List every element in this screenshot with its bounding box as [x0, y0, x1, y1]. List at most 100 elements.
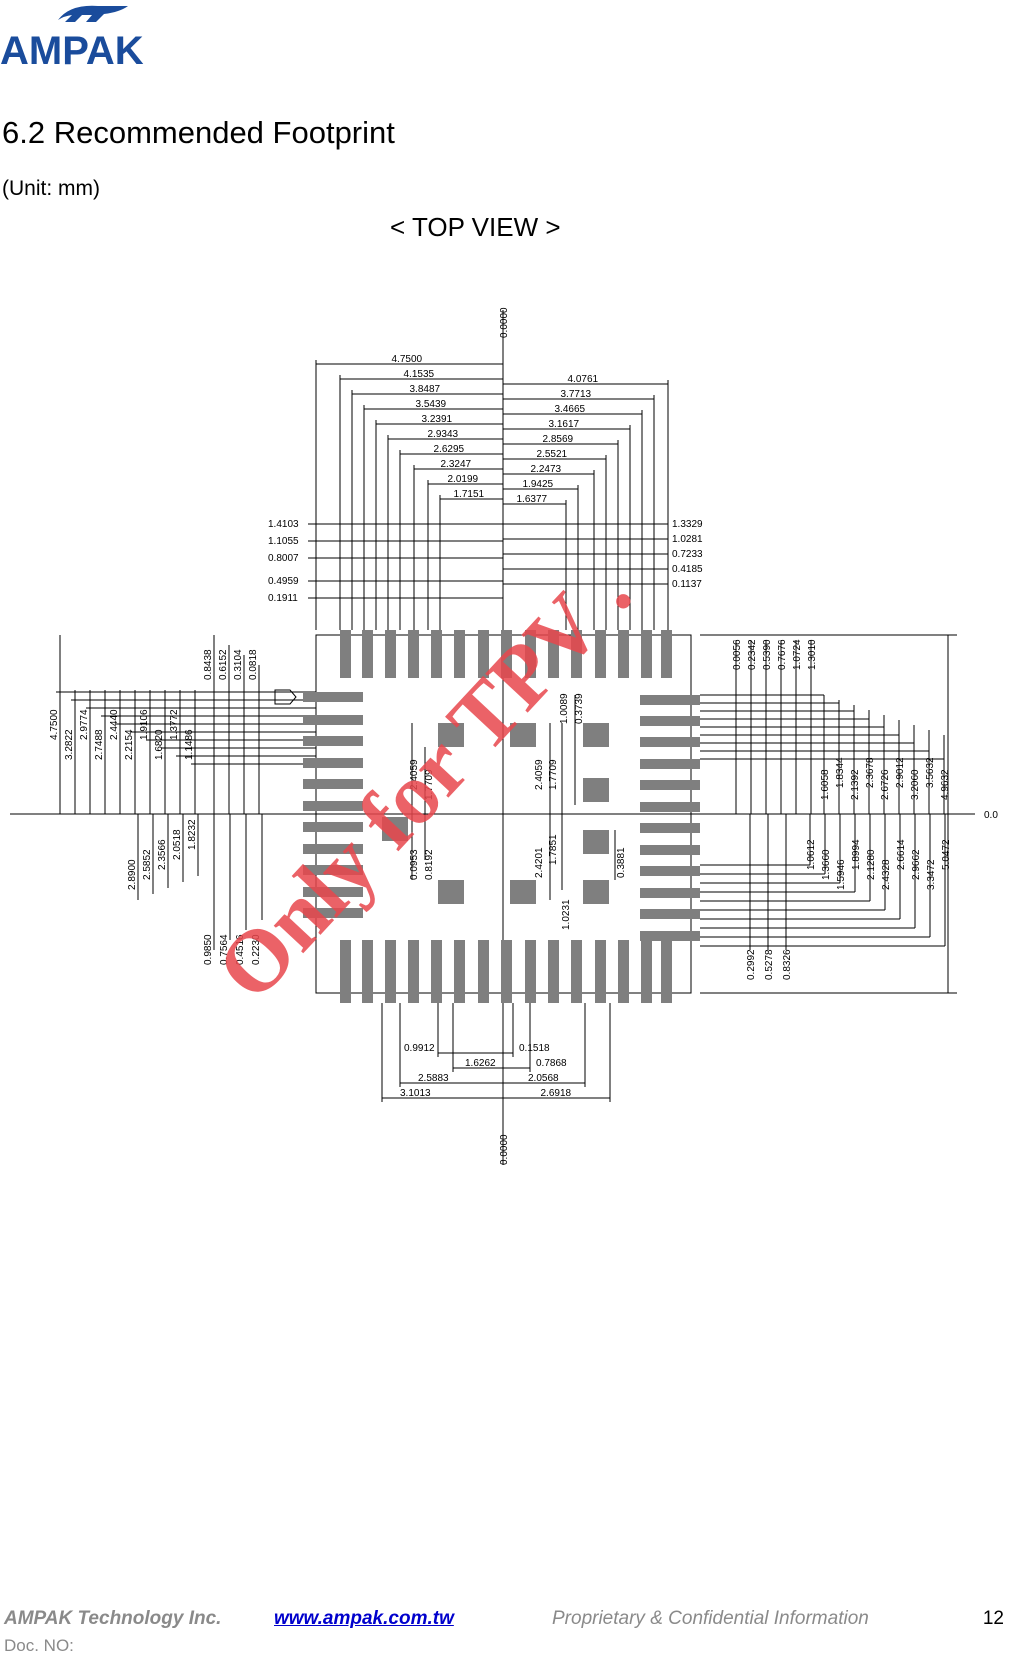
right-inner-bottom-dim: 0.5278 [764, 949, 775, 980]
logo-swoosh-icon [58, 5, 128, 22]
right-side-lower-dim: 2.4328 [881, 859, 892, 890]
pad-bottom [431, 940, 442, 1003]
origin-label-top: 0.0000 [499, 307, 510, 338]
top-right-dim: 1.6377 [517, 494, 548, 505]
right-y-dim: 0.1137 [672, 579, 702, 590]
left-side-lower-dim: 2.5852 [142, 849, 153, 880]
pad-left [303, 692, 363, 702]
pad-left [303, 887, 363, 897]
logo-text: AMPAK [0, 29, 144, 72]
bottom-left-dim: 3.1013 [400, 1088, 431, 1099]
right-side-lower-dim: 1.3660 [821, 849, 832, 880]
ground-pad [583, 723, 609, 747]
right-y-dim: 1.3329 [672, 519, 703, 530]
center-dim: 1.7709 [424, 769, 435, 800]
pad-right [640, 823, 700, 833]
left-side-dim: 2.2154 [124, 729, 135, 760]
bottom-right-dim: 0.7868 [536, 1058, 567, 1069]
left-side-dim: 2.7488 [94, 729, 105, 760]
pad-right [640, 737, 700, 747]
top-right-dim: 2.5521 [537, 449, 568, 460]
pad-left [303, 844, 363, 854]
bottom-left-dim: 2.5883 [418, 1073, 449, 1084]
right-side-lower-dim: 2.6614 [896, 839, 907, 870]
right-side-lower-dim: 3.3472 [926, 859, 937, 890]
ground-pad [510, 723, 536, 747]
left-side-lower-dim: 2.3566 [157, 839, 168, 870]
left-y-dim: 1.1055 [268, 536, 299, 547]
watermark: Only for TPV . [199, 545, 650, 1019]
footer-website-link[interactable]: www.ampak.com.tw [274, 1608, 454, 1629]
center-dim: 1.7851 [548, 834, 559, 865]
ground-pad [583, 778, 609, 802]
right-inner-top-dim: 0.5390 [762, 639, 773, 670]
right-y-dim: 0.4185 [672, 564, 703, 575]
pad-top [548, 630, 559, 678]
right-side-dim: 1.6058 [820, 769, 831, 800]
pad-right [640, 866, 700, 876]
pad-right [640, 695, 700, 705]
left-side-dim: 1.3772 [169, 709, 180, 740]
left-inner-top-dim: 0.0818 [248, 649, 259, 680]
origin-label-bottom: 0.0000 [499, 1134, 510, 1165]
center-dim: 0.0953 [409, 849, 420, 880]
left-inner-bottom-dim: 0.4516 [235, 934, 246, 965]
right-side-lower-dim: 1.0612 [806, 839, 817, 870]
pad-top [501, 630, 512, 678]
footprint-drawing: 0.00000.00000.04.75004.15353.84873.54393… [10, 307, 998, 1165]
right-y-dim: 1.0281 [672, 534, 703, 545]
bottom-right-dim: 2.0568 [528, 1073, 559, 1084]
pad-top [478, 630, 489, 678]
pad-left [303, 736, 363, 746]
pad-right [640, 716, 700, 726]
right-side-dim: 4.9632 [940, 769, 951, 800]
left-inner-top-dim: 0.6152 [218, 649, 229, 680]
right-side-lower-dim: 2.9662 [911, 849, 922, 880]
top-left-dim: 3.2391 [422, 414, 453, 425]
top-left-dim: 4.7500 [392, 354, 423, 365]
left-side-lower-dim: 2.0518 [172, 829, 183, 860]
top-right-dim: 1.9425 [523, 479, 554, 490]
right-side-lower-dim: 1.5946 [836, 859, 847, 890]
right-inner-bottom-dim: 0.2992 [746, 949, 757, 980]
ground-pad [583, 830, 609, 854]
pad-top [571, 630, 582, 678]
bottom-right-dim: 2.6918 [541, 1088, 572, 1099]
right-inner-top-dim: 1.3010 [807, 639, 818, 670]
left-side-dim: 2.9774 [79, 709, 90, 740]
top-left-dim: 2.9343 [428, 429, 459, 440]
top-left-dim: 2.0199 [448, 474, 479, 485]
pad-top [408, 630, 419, 678]
right-side-dim: 2.9012 [895, 757, 906, 788]
pad-bottom [525, 940, 536, 1003]
left-y-dim: 0.8007 [268, 553, 299, 564]
pad-bottom [641, 940, 652, 1003]
left-side-dim: 1.1486 [184, 729, 195, 760]
pad-top [661, 630, 672, 678]
ground-pad [382, 817, 408, 841]
top-right-dim: 3.1617 [549, 419, 580, 430]
pad-bottom [618, 940, 629, 1003]
top-left-dim: 3.8487 [410, 384, 441, 395]
right-side-dim: 2.6726 [880, 769, 891, 800]
pad-bottom [454, 940, 465, 1003]
center-dim: 1.0089 [559, 693, 570, 724]
right-side-dim: 3.5632 [925, 757, 936, 788]
pad-right [640, 759, 700, 769]
pad-top [454, 630, 465, 678]
bottom-left-dim: 1.6262 [465, 1058, 496, 1069]
pad-bottom [408, 940, 419, 1003]
left-side-lower-dim: 1.8232 [187, 819, 198, 850]
view-label: < TOP VIEW > [390, 212, 561, 242]
pad-bottom [478, 940, 489, 1003]
right-side-lower-dim: 2.1280 [866, 849, 877, 880]
pad-bottom [362, 940, 373, 1003]
left-side-lower-dim: 2.8900 [127, 859, 138, 890]
ground-pad [510, 880, 536, 904]
left-side-dim: 1.6820 [154, 729, 165, 760]
top-right-dim: 3.7713 [561, 389, 592, 400]
pad-top [385, 630, 396, 678]
right-side-lower-dim: 1.8994 [851, 839, 862, 870]
left-y-dim: 0.1911 [268, 593, 298, 604]
top-right-dim: 2.2473 [531, 464, 562, 475]
